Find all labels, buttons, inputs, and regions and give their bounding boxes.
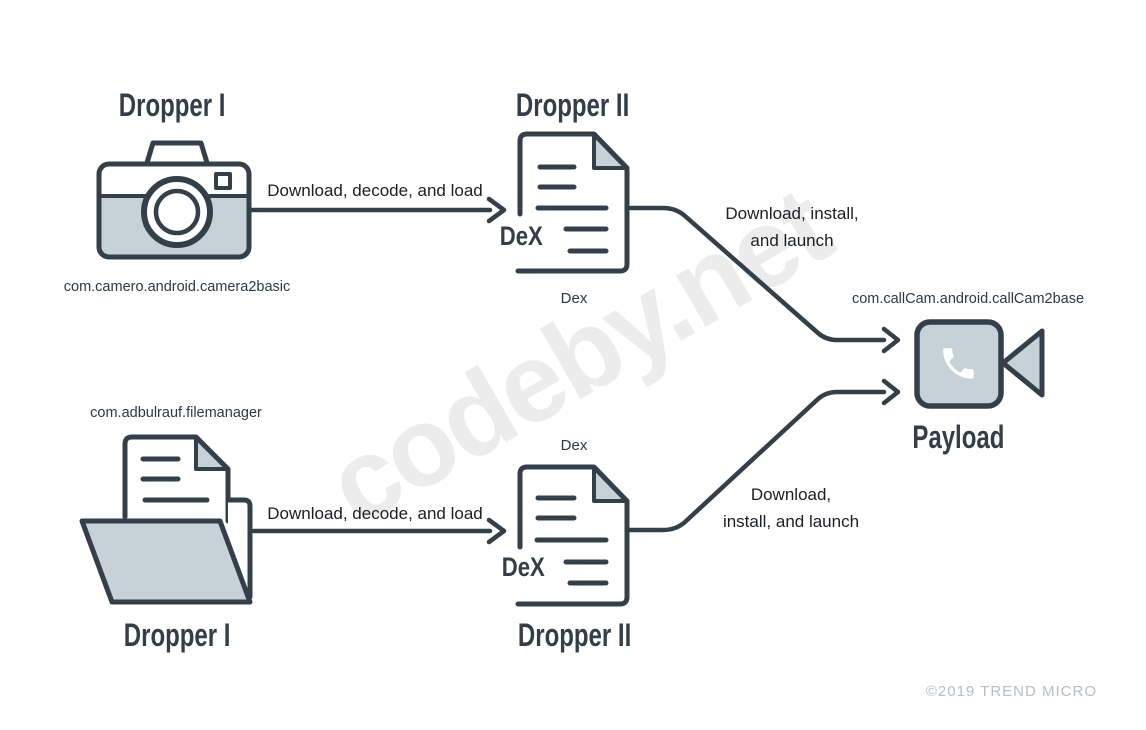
bottom-dex-file-type: Dex	[560, 437, 588, 454]
camera-flash	[214, 172, 232, 190]
camera-lens-triangle	[1000, 328, 1045, 398]
arrowhead-icon	[486, 196, 507, 224]
top-dropper1-title: Dropper I	[118, 87, 226, 123]
arrow-top-download-decode	[248, 196, 507, 224]
connector-bottom-install-launch	[624, 378, 901, 533]
bottom-step1-label: Download, decode, and load	[267, 504, 483, 523]
bottom-dropper1-title: Dropper I	[123, 617, 231, 653]
document-text-lines	[140, 456, 210, 503]
arrowhead-icon	[881, 378, 901, 406]
dex-document-icon-bottom	[515, 464, 630, 607]
phone-icon	[943, 348, 974, 379]
arrow-bottom-download-decode	[251, 517, 507, 545]
video-call-camera-icon	[914, 319, 1045, 409]
connector-top-install-launch	[624, 205, 901, 354]
folder-document-icon	[79, 434, 253, 605]
top-dropper1-package: com.camero.android.camera2basic	[63, 279, 291, 295]
bottom-dex-file-label: DeX	[501, 552, 545, 582]
arrowhead-icon	[486, 517, 507, 545]
copyright-notice: ©2019 TREND MICRO	[925, 683, 1097, 700]
top-step2-label: Download, install, and launch	[725, 204, 859, 250]
top-dex-file-label: DeX	[499, 221, 543, 251]
camera-icon	[96, 140, 252, 260]
payload-title: Payload	[911, 419, 1005, 455]
document-text-lines	[535, 164, 609, 254]
arrowhead-icon	[881, 326, 901, 354]
bottom-dropper2-title: Dropper II	[518, 617, 632, 653]
top-dropper2-title: Dropper II	[516, 87, 630, 123]
payload-package: com.callCam.android.callCam2base	[851, 291, 1085, 307]
dex-document-icon-top	[515, 131, 630, 274]
folder-front	[79, 518, 253, 605]
top-dex-file-type: Dex	[560, 290, 588, 307]
bottom-dropper1-package: com.adbulrauf.filemanager	[90, 405, 262, 421]
top-step1-label: Download, decode, and load	[267, 181, 483, 200]
bottom-step2-label: Download, install, and launch	[722, 485, 860, 531]
document-text-lines	[534, 495, 609, 586]
